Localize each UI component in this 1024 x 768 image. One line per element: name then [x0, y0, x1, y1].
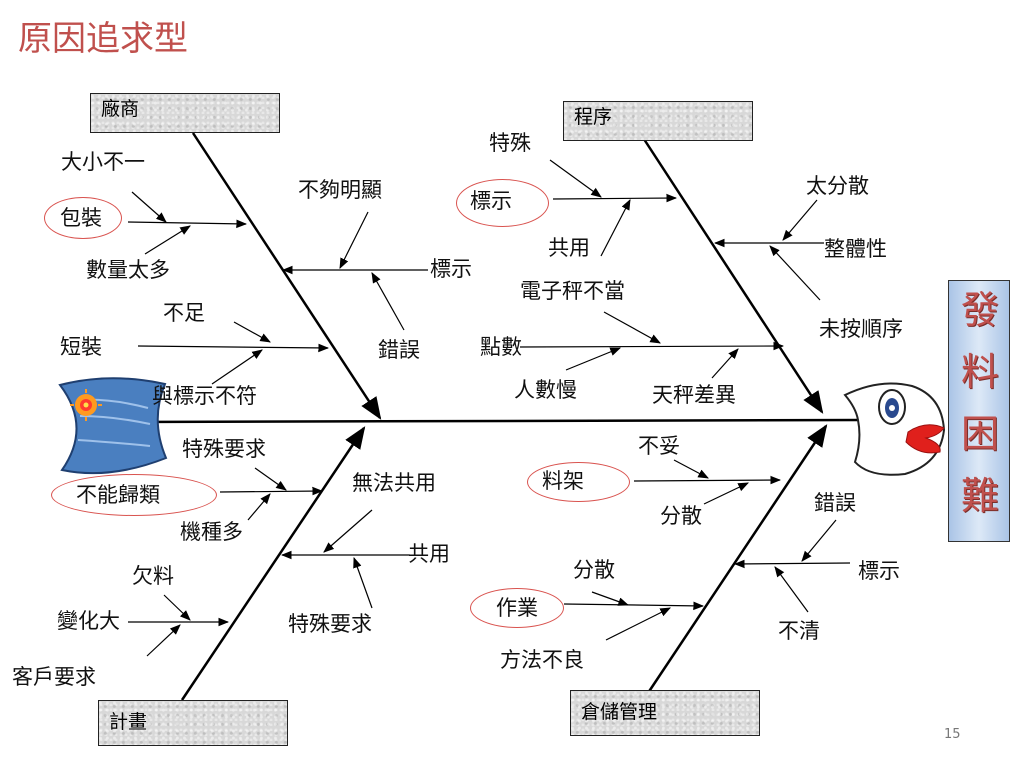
cause-insufficient: 不足 — [163, 301, 205, 325]
highlight-oval-classify — [51, 474, 217, 516]
arrow-special — [549, 159, 602, 198]
spine — [114, 418, 863, 424]
category-procedure: 程序 — [563, 101, 753, 141]
cause-unclear: 不清 — [778, 619, 820, 643]
cause-integrity: 整體性 — [824, 237, 887, 261]
cause-scattered-rack: 分散 — [660, 504, 702, 528]
slide-title: 原因追求型 — [18, 19, 188, 59]
arrow-work — [563, 601, 705, 611]
problem-char-1: 發 — [960, 288, 999, 332]
arrow-counting — [519, 341, 785, 351]
arrow-error-vendor — [371, 272, 405, 331]
cause-shared-plan: 共用 — [408, 542, 450, 566]
arrow-qty — [144, 225, 191, 255]
arrow-shared-proc — [600, 199, 631, 257]
cause-slow-people: 人數慢 — [514, 378, 577, 402]
sun-swirl-icon — [70, 389, 102, 421]
arrow-mismatch — [211, 349, 263, 385]
highlight-oval-rack — [527, 462, 630, 502]
cause-cannot-classify: 不能歸類 — [76, 483, 160, 507]
page-number: 15 — [944, 727, 961, 742]
arrow-slow — [565, 347, 622, 371]
arrow-scattered — [782, 199, 818, 241]
cause-error-vendor: 錯誤 — [378, 338, 420, 362]
arrow-not-in-order — [769, 245, 821, 301]
highlight-oval-packaging — [44, 197, 122, 239]
arrow-scattered-rack — [703, 482, 749, 505]
cause-shortage: 欠料 — [132, 564, 174, 588]
cause-cannot-share: 無法共用 — [352, 471, 436, 495]
problem-box: 發 料 困 難 — [948, 280, 1010, 542]
cause-special-req-1: 特殊要求 — [182, 437, 266, 461]
cause-scale-improper: 電子秤不當 — [520, 279, 625, 303]
arrow-mark-proc — [552, 193, 678, 203]
fish-tail-icon — [58, 377, 168, 475]
cause-work: 作業 — [496, 596, 538, 620]
cause-error-wh: 錯誤 — [814, 491, 856, 515]
cause-packaging: 包裝 — [60, 206, 102, 230]
cause-scattered-work: 分散 — [573, 558, 615, 582]
cause-mark-wh: 標示 — [858, 559, 900, 583]
cause-counting: 點數 — [480, 335, 522, 359]
arrow-unclear — [774, 566, 809, 613]
cause-qty-too-many: 數量太多 — [86, 258, 170, 282]
problem-char-3: 困 — [960, 412, 999, 456]
arrow-insufficient — [233, 321, 271, 343]
arrow-special-req-1 — [254, 467, 287, 491]
bone-procedure — [638, 132, 824, 414]
cause-special-req-2: 特殊要求 — [288, 612, 372, 636]
arrow-not-obvious — [339, 211, 369, 269]
cause-shared-proc: 共用 — [548, 236, 590, 260]
cause-bad-method: 方法不良 — [500, 648, 584, 672]
arrow-many-models — [247, 493, 271, 521]
fish-head-icon — [843, 382, 946, 476]
arrow-short-pack — [137, 343, 330, 353]
cause-size-differ: 大小不一 — [61, 150, 145, 174]
arrow-customer — [146, 624, 181, 657]
cause-short-pack: 短裝 — [60, 335, 102, 359]
arrow-classify — [219, 486, 324, 496]
cause-mismatch-mark: 與標示不符 — [152, 384, 257, 408]
cause-balance-diff: 天秤差異 — [652, 383, 736, 407]
cause-big-change: 變化大 — [57, 609, 120, 633]
cause-too-scattered: 太分散 — [806, 174, 869, 198]
cause-special: 特殊 — [489, 131, 531, 155]
arrow-bad-method — [605, 607, 671, 641]
arrow-cannot-share — [323, 509, 373, 553]
arrow-mark-wh — [733, 559, 851, 569]
arrow-improper — [673, 459, 709, 479]
highlight-oval-mark — [456, 179, 549, 227]
arrow-balance — [711, 348, 739, 379]
category-vendor: 廠商 — [90, 93, 280, 133]
arrow-shortage — [163, 594, 191, 621]
cause-customer-req: 客戶要求 — [12, 665, 96, 689]
arrow-error-wh — [801, 519, 837, 562]
problem-char-4: 難 — [960, 474, 999, 518]
bone-plan — [180, 426, 366, 701]
cause-mark-proc: 標示 — [470, 189, 512, 213]
cause-not-in-order: 未按順序 — [819, 317, 903, 341]
cause-not-obvious: 不夠明顯 — [298, 178, 382, 202]
arrow-packaging — [127, 219, 248, 229]
highlight-oval-work — [470, 588, 564, 628]
arrow-rack — [633, 475, 782, 485]
arrow-scale — [603, 311, 661, 344]
cause-rack: 料架 — [542, 469, 584, 493]
cause-mark-vendor: 標示 — [430, 257, 472, 281]
category-plan: 計畫 — [98, 700, 288, 746]
category-warehouse: 倉儲管理 — [570, 690, 760, 736]
bone-warehouse — [646, 424, 828, 694]
arrow-scattered-work — [591, 591, 630, 606]
cause-improper: 不妥 — [638, 434, 680, 458]
arrow-special-req-2 — [353, 556, 373, 609]
cause-many-models: 機種多 — [180, 520, 243, 544]
bone-vendor — [191, 132, 382, 420]
arrow-size — [131, 191, 167, 223]
problem-char-2: 料 — [960, 350, 999, 394]
